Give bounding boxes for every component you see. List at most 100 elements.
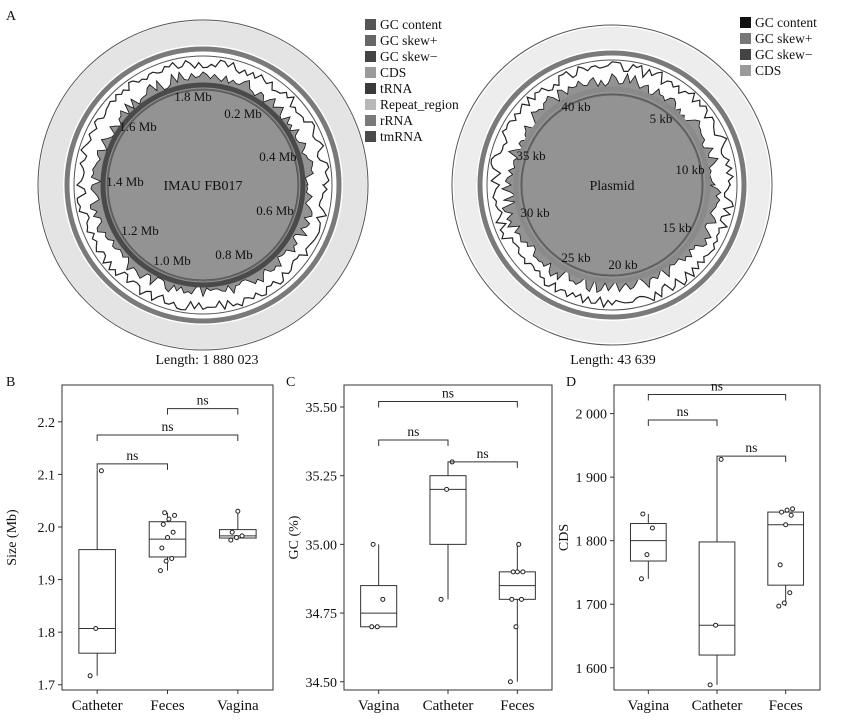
legend-label: GC skew−: [380, 49, 438, 64]
data-point: [438, 596, 444, 602]
x-tick-label: Feces: [500, 698, 534, 714]
data-point: [163, 558, 169, 564]
box-catheter: [698, 456, 736, 688]
legend-swatch: [740, 65, 751, 76]
significance-bracket: ns: [378, 424, 449, 446]
y-tick-label: 1 600: [576, 662, 608, 677]
inner-ring-line: [106, 88, 300, 282]
data-point: [777, 562, 783, 568]
chromosome-tick-labels: 0.2 Mb0.4 Mb0.6 Mb0.8 Mb1.0 Mb1.2 Mb1.4 …: [106, 89, 297, 268]
data-point: [507, 679, 513, 685]
box: [78, 549, 116, 654]
x-tick-label: Vagina: [628, 698, 670, 714]
data-point: [510, 569, 516, 575]
bracket-line: [378, 400, 518, 408]
y-tick-label: 1 800: [576, 535, 608, 550]
gc-content-trace: [75, 59, 330, 311]
legend-label: CDS: [380, 65, 406, 80]
significance-bracket: ns: [167, 393, 239, 415]
legend-swatch: [365, 131, 376, 142]
data-point: [783, 522, 789, 528]
significance-label: ns: [407, 424, 419, 439]
y-axis-label: Size (Mb): [5, 509, 20, 566]
significance-label: ns: [711, 379, 723, 394]
outer-ring-line: [37, 19, 369, 351]
plasmid-tick-label: 5 kb: [650, 111, 673, 126]
significance-label: ns: [126, 448, 138, 463]
significance-bracket: ns: [647, 379, 787, 401]
y-tick-label: 2.0: [38, 521, 56, 536]
bracket-line: [716, 455, 787, 463]
y-tick-label: 1.9: [38, 574, 56, 589]
legend-label: GC content: [380, 17, 442, 32]
chromosome-tick-label: 0.6 Mb: [256, 203, 294, 218]
data-point: [781, 600, 787, 606]
y-tick-label: 2.1: [38, 468, 56, 483]
data-point: [649, 525, 655, 531]
y-tick-label: 35.25: [306, 470, 338, 485]
plasmid-name: Plasmid: [589, 179, 634, 194]
box-feces: [148, 510, 187, 574]
data-point: [638, 576, 644, 582]
data-point: [784, 507, 790, 513]
x-tick-label: Feces: [150, 698, 184, 714]
gc-skew-trace: [89, 71, 314, 298]
data-point: [718, 456, 724, 462]
panel-d-letter: D: [566, 375, 576, 390]
y-tick-label: 34.50: [306, 676, 338, 691]
data-point: [235, 508, 241, 514]
data-point: [776, 603, 782, 609]
legend-swatch: [365, 83, 376, 94]
legend-swatch: [740, 49, 751, 60]
legend-label: Repeat_region: [380, 97, 459, 112]
panel-a-letter: A: [6, 9, 17, 24]
bracket-line: [167, 408, 239, 415]
data-point: [157, 568, 163, 574]
x-tick-label: Vagina: [358, 698, 400, 714]
plasmid-tick-label: 25 kb: [561, 250, 590, 265]
bracket-line: [96, 463, 168, 470]
inner-ring-line: [521, 94, 703, 276]
data-point: [509, 596, 515, 602]
legend-label: GC skew−: [755, 47, 813, 62]
data-point: [233, 535, 239, 540]
data-point: [514, 569, 520, 575]
chromosome-tick-label: 1.2 Mb: [121, 223, 159, 238]
chromosome-tick-label: 0.8 Mb: [215, 247, 253, 262]
legend-label: GC content: [755, 15, 817, 30]
inner-feature-ring: [100, 82, 306, 288]
box: [629, 523, 667, 562]
significance-label: ns: [197, 393, 209, 408]
y-tick-label: 35.00: [306, 538, 338, 553]
data-point: [165, 535, 170, 540]
y-tick-label: 1.8: [38, 626, 56, 641]
legend-label: GC skew+: [380, 33, 438, 48]
legend-swatch: [740, 17, 751, 28]
legend-label: GC skew+: [755, 31, 813, 46]
box-vagina: [360, 541, 398, 630]
data-point: [513, 624, 519, 630]
innermost-ring-line: [107, 89, 299, 281]
legend-label: tRNA: [380, 81, 413, 96]
data-point: [239, 533, 245, 539]
x-tick-label: Feces: [769, 698, 803, 714]
data-point: [160, 521, 166, 527]
significance-label: ns: [161, 419, 173, 434]
chromosome-tick-label: 1.4 Mb: [106, 174, 144, 189]
chromosome-tick-label: 1.6 Mb: [119, 119, 157, 134]
significance-label: ns: [477, 446, 489, 461]
plasmid-tick-label: 10 kb: [675, 162, 704, 177]
data-point: [787, 590, 793, 596]
significance-bracket: ns: [96, 419, 239, 441]
box-catheter: [429, 459, 467, 602]
plasmid-tick-label: 30 kb: [520, 205, 549, 220]
gc-content-trace: [490, 61, 735, 309]
y-tick-label: 35.50: [306, 401, 338, 416]
y-tick-label: 2.2: [38, 416, 56, 431]
legend-label: tmRNA: [380, 129, 423, 144]
